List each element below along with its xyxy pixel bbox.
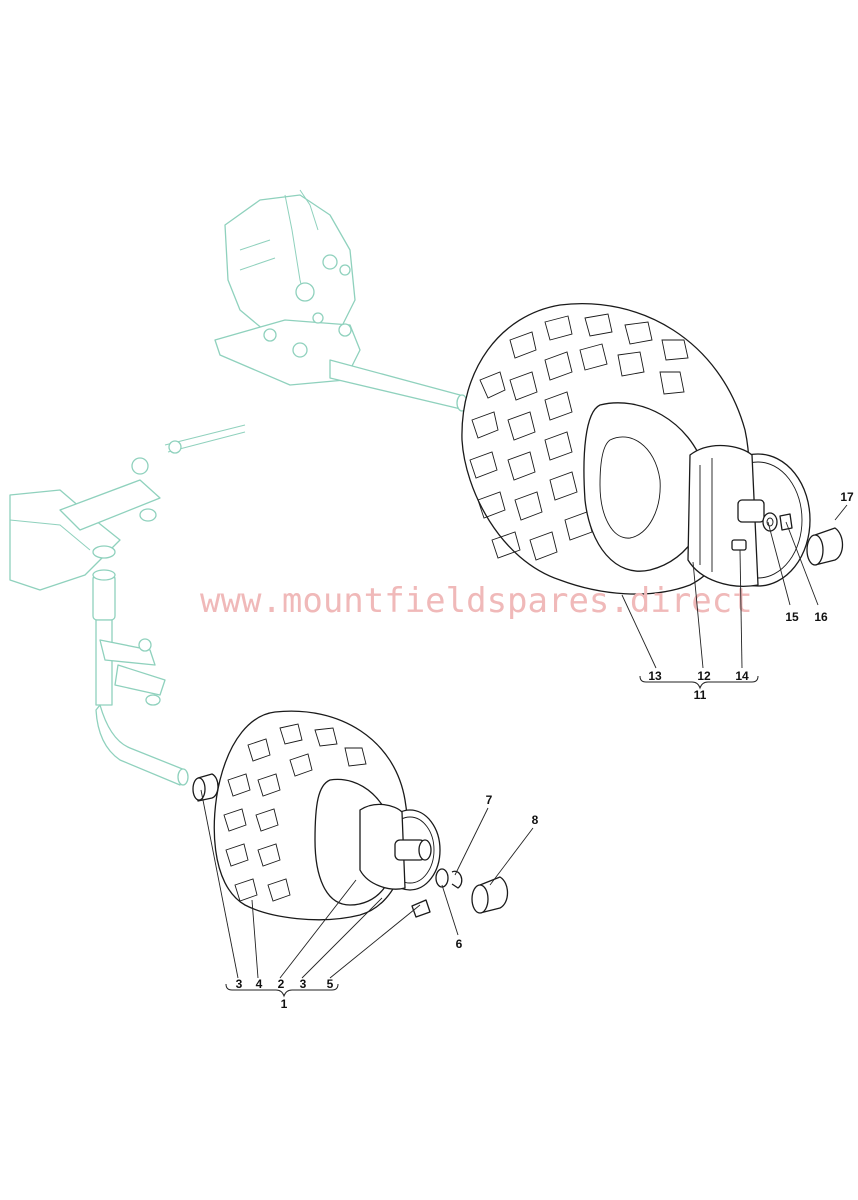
callout-3-right: 3 [300, 977, 307, 991]
callout-12: 12 [697, 669, 711, 683]
rear-wheel-assembly [461, 303, 844, 595]
bracket-1 [225, 983, 339, 998]
callout-8: 8 [532, 813, 539, 827]
callout-7: 7 [486, 793, 493, 807]
callout-11: 11 [694, 688, 707, 702]
leader-lines [200, 504, 848, 979]
callout-labels: 13 12 14 11 15 16 17 7 8 6 3 4 2 3 5 1 [236, 490, 854, 1011]
callout-5: 5 [327, 977, 334, 991]
bracket-11 [639, 675, 759, 690]
callout-13: 13 [648, 669, 662, 683]
callout-15: 15 [785, 610, 799, 624]
callout-4: 4 [256, 977, 263, 991]
context-axle-assembly [9, 189, 468, 786]
callout-1: 1 [281, 997, 288, 1011]
front-wheel-assembly [192, 710, 509, 921]
callout-2: 2 [278, 977, 285, 991]
callout-14: 14 [735, 669, 749, 683]
callout-3-left: 3 [236, 977, 243, 991]
watermark: www.mountfieldspares.direct [200, 581, 753, 621]
callout-6: 6 [456, 937, 463, 951]
callout-17: 17 [840, 490, 854, 504]
callout-16: 16 [814, 610, 828, 624]
